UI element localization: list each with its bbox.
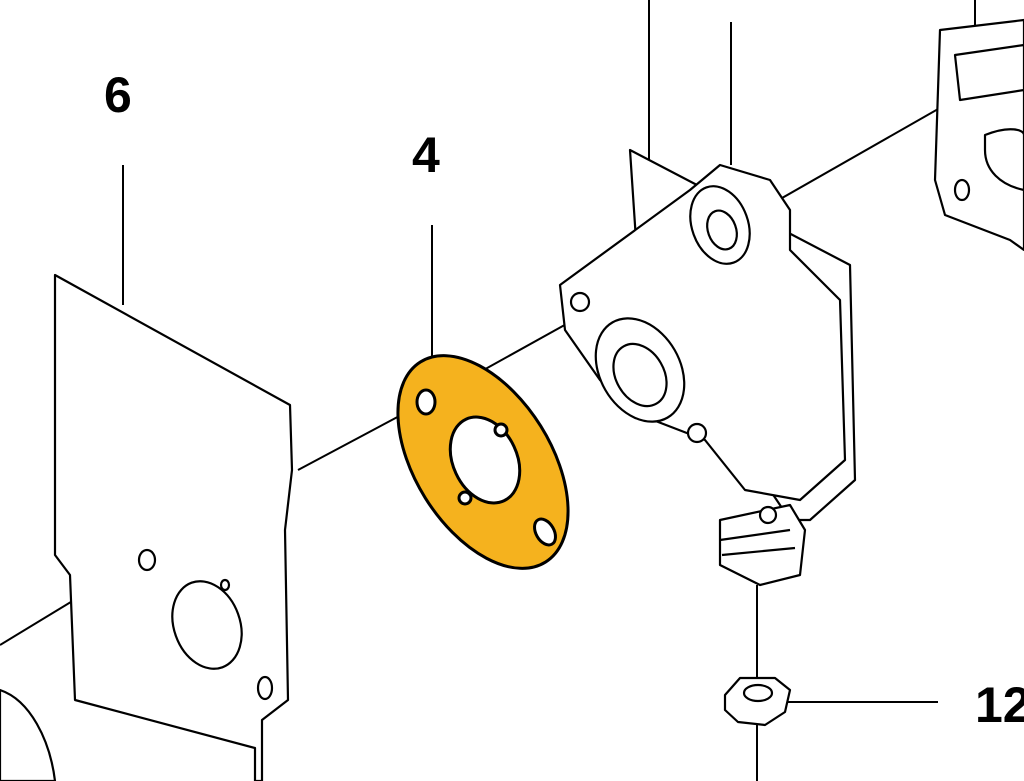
hex-nut[interactable] bbox=[723, 676, 792, 727]
axis-line bbox=[479, 321, 571, 373]
crankcase-partial bbox=[0, 688, 57, 781]
callout-12-label[interactable]: 12 bbox=[975, 677, 1024, 733]
gasket[interactable] bbox=[363, 326, 603, 598]
plate-bolt-hole bbox=[137, 548, 157, 572]
plate-small-hole bbox=[219, 578, 231, 592]
plate-port-hole bbox=[171, 580, 243, 670]
callout-4-label[interactable]: 4 bbox=[412, 127, 440, 183]
heat-shield-plate[interactable] bbox=[53, 273, 294, 781]
plate-bolt-hole bbox=[256, 675, 274, 701]
callout-6-label[interactable]: 6 bbox=[104, 67, 132, 123]
carburetor-body[interactable] bbox=[558, 148, 857, 587]
intake-flange[interactable] bbox=[933, 18, 1024, 252]
